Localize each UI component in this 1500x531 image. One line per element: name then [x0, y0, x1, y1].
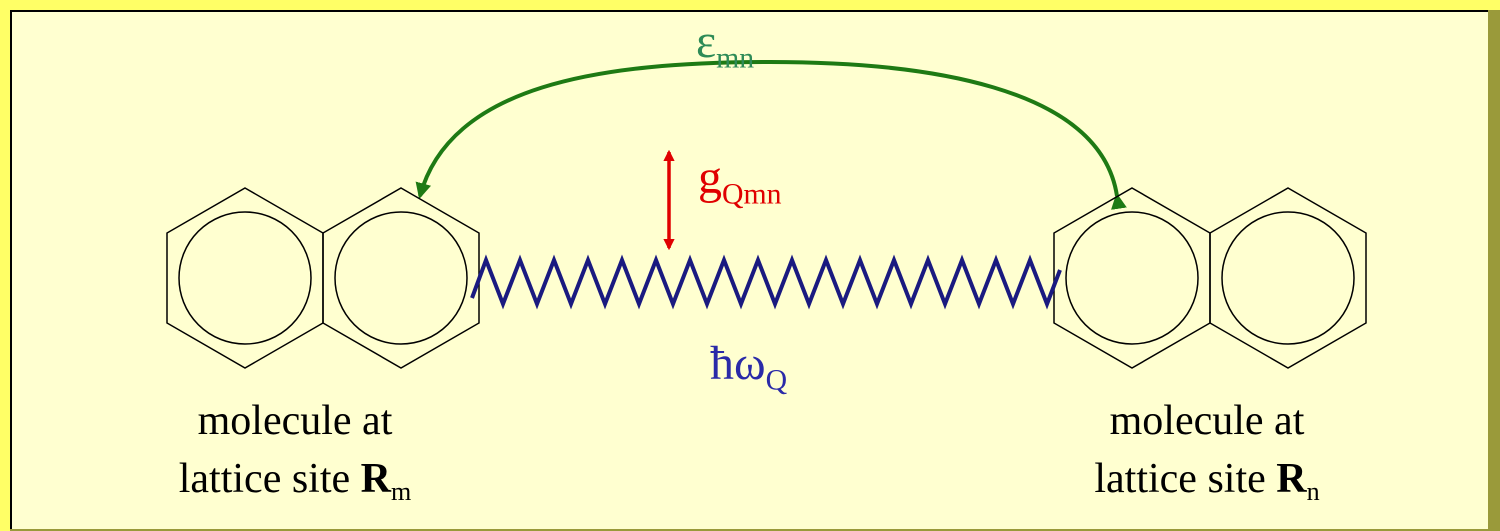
left-site-symbol: R	[360, 456, 392, 502]
right-molecule-caption: molecule at lattice site Rn	[1062, 392, 1352, 521]
left-molecule-line2: lattice site Rm	[178, 456, 412, 506]
vibronic-symbol: g	[698, 151, 722, 204]
phonon-subscript: Q	[765, 363, 788, 397]
phonon-label: ħωQ	[710, 340, 787, 395]
frame-shadow-right	[1488, 10, 1500, 531]
right-molecule-structure	[1053, 187, 1367, 369]
frame-shadow-bottom	[10, 529, 1500, 531]
coupling-arrow	[415, 59, 1127, 210]
coupling-subscript: mn	[716, 41, 755, 75]
left-molecule-structure	[166, 187, 480, 369]
left-molecule-caption: molecule at lattice site Rm	[150, 392, 440, 521]
coupling-symbol: ε	[696, 15, 717, 68]
vibronic-label: gQmn	[698, 154, 782, 209]
phonon-spring	[470, 254, 1062, 310]
phonon-symbol: ħω	[710, 337, 766, 390]
slide-frame	[10, 10, 1488, 529]
right-molecule-line1: molecule at	[1109, 398, 1305, 444]
vibronic-subscript: Qmn	[722, 177, 782, 211]
coupling-label: εmn	[696, 18, 754, 73]
right-molecule-line2: lattice site Rn	[1094, 456, 1320, 506]
right-site-symbol: R	[1276, 456, 1307, 502]
right-site-subscript: n	[1306, 476, 1320, 506]
left-site-subscript: m	[391, 476, 412, 506]
left-molecule-line1: molecule at	[197, 398, 393, 444]
